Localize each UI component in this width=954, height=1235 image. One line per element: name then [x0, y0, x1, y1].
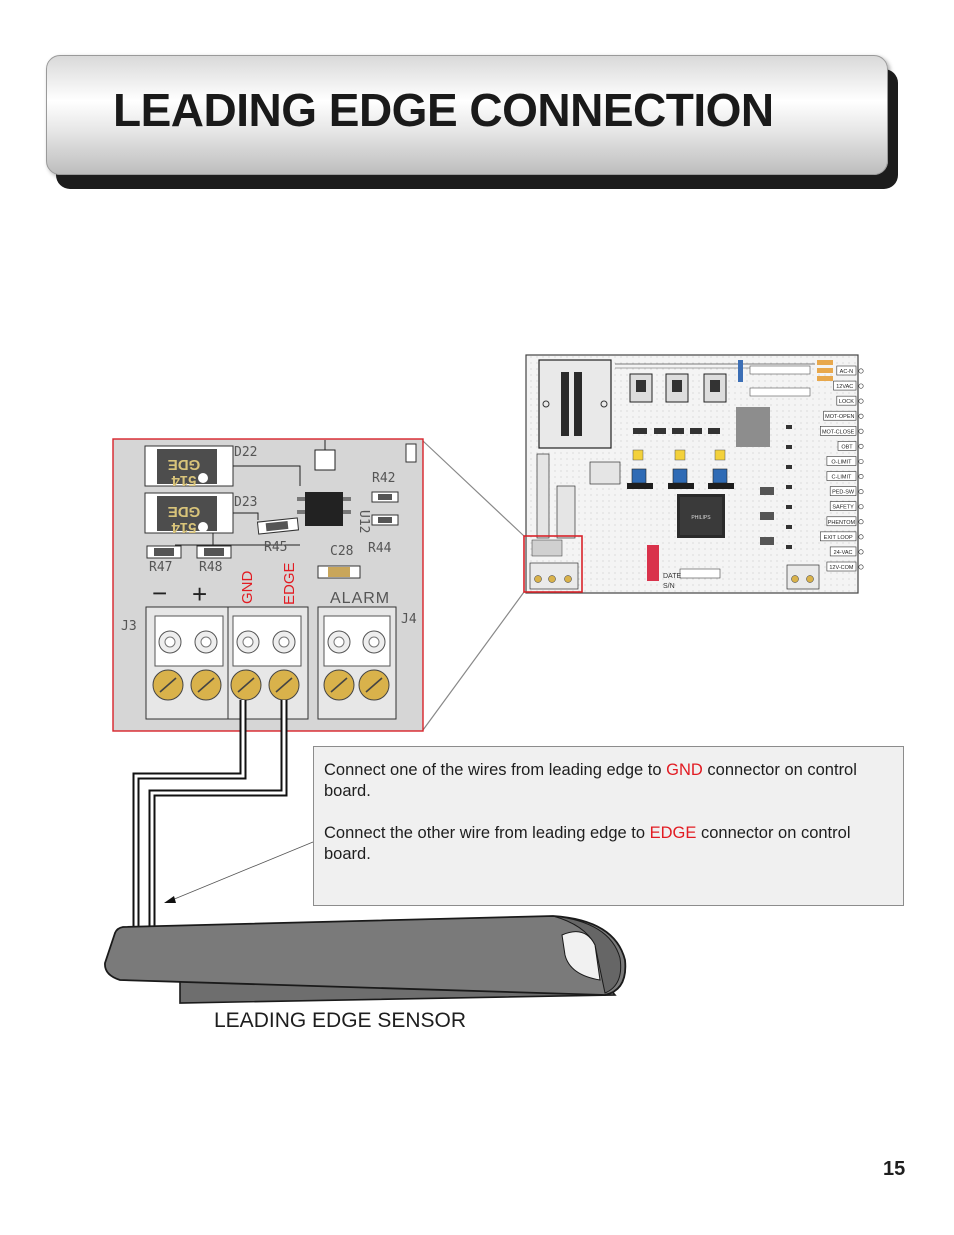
callout-pointer-arrow	[164, 841, 314, 903]
label-r47: R47	[149, 560, 172, 575]
board-side-pin	[858, 564, 864, 570]
board-side-label: PED-SW	[832, 490, 855, 496]
diode-d22-code-top: GDE	[168, 456, 201, 473]
label-d22: D22	[234, 445, 257, 460]
label-r44: R44	[368, 541, 392, 556]
edge-terminal-label: EDGE	[281, 562, 298, 605]
title-banner: LEADING EDGE CONNECTION	[46, 55, 888, 175]
board-side-label: SAFETY	[832, 505, 854, 511]
board-side-pin	[858, 549, 864, 555]
zoom-guide-line-top	[422, 440, 525, 537]
board-side-label-box	[836, 395, 857, 406]
board-side-label-box	[819, 531, 857, 542]
processor-label: PHILIPS	[691, 515, 711, 521]
gnd-highlight: GND	[666, 761, 703, 779]
board-side-pin	[858, 428, 864, 434]
zoom-detail: GDE 514 GDE 514 D22 D23 U12 R42 R44 R45	[112, 438, 424, 732]
board-side-label-box	[829, 501, 857, 511]
board-side-label-box	[819, 426, 857, 436]
board-side-pin	[858, 474, 864, 480]
sensor-wires	[132, 700, 288, 930]
minus-marker: −	[152, 578, 167, 608]
sensor-label: LEADING EDGE SENSOR	[214, 1009, 467, 1032]
label-r42: R42	[372, 471, 395, 486]
board-side-pin	[858, 413, 864, 419]
diode-d23-code-top: GDE	[168, 503, 201, 520]
board-side-label: MOT-OPEN	[825, 414, 854, 420]
board-side-label: 12VAC	[836, 384, 853, 390]
board-side-label: MOT-CLOSE	[822, 429, 855, 435]
board-side-label-box	[826, 561, 857, 572]
board-date-label: DATE	[663, 573, 681, 580]
control-board: PHILIPS DATE S/N AC-N 12VAC LOCK MOT-OPEN	[523, 354, 864, 594]
board-side-label: PHENTOM	[828, 520, 856, 526]
board-side-pin	[858, 443, 864, 449]
instruction-callout: Connect one of the wires from leading ed…	[313, 746, 904, 906]
board-side-labels: AC-N 12VAC LOCK MOT-OPEN MOT-CLOSE OBT O-LIMIT…	[819, 365, 864, 572]
board-side-label: 12V-COM	[829, 565, 854, 571]
board-sn-label: S/N	[663, 583, 675, 590]
label-j4: J4	[401, 612, 417, 627]
board-side-label: 24-VAC	[834, 550, 853, 556]
board-side-pin	[858, 398, 864, 404]
gnd-terminal-label: GND	[239, 571, 256, 605]
instruction-edge: Connect the other wire from leading edge…	[324, 824, 851, 863]
plus-marker: +	[192, 579, 207, 609]
board-side-pin	[858, 489, 864, 495]
diode-d22-code-bottom: 514	[171, 472, 197, 489]
board-side-pin	[858, 458, 864, 464]
board-side-label: AC-N	[840, 369, 853, 375]
board-side-label-box	[823, 410, 857, 421]
board-side-label: LOCK	[839, 399, 854, 405]
diode-d23-code-bottom: 514	[171, 519, 197, 536]
board-side-label-box	[826, 516, 857, 527]
board-side-label-box	[829, 486, 857, 496]
board-side-label-box	[836, 365, 857, 376]
board-side-label: O-LIMIT	[831, 459, 852, 465]
board-side-label-box	[837, 441, 857, 451]
board-side-pin	[858, 519, 864, 525]
board-side-label-box	[826, 471, 857, 481]
edge-highlight: EDGE	[649, 824, 697, 842]
board-side-pin	[858, 383, 864, 389]
board-side-label-box	[833, 380, 857, 391]
zoom-guide-line-bottom	[422, 591, 525, 731]
board-side-pin	[858, 368, 864, 374]
board-side-label-box	[829, 546, 857, 557]
label-u12: U12	[356, 510, 371, 533]
page-title: LEADING EDGE CONNECTION	[113, 84, 774, 136]
board-side-label: OBT	[841, 444, 853, 450]
board-side-label: C-LIMIT	[832, 475, 853, 481]
board-side-label: EXIT LOOP	[824, 535, 853, 541]
instruction-gnd: Connect one of the wires from leading ed…	[324, 761, 857, 800]
label-j3: J3	[121, 619, 137, 634]
label-d23: D23	[234, 495, 257, 510]
label-r45: R45	[264, 540, 287, 555]
leading-edge-sensor	[104, 915, 627, 1004]
alarm-label: ALARM	[330, 590, 390, 607]
label-c28: C28	[330, 544, 353, 559]
board-side-pin	[858, 504, 864, 510]
label-r48: R48	[199, 560, 222, 575]
board-highlight-box	[523, 535, 583, 593]
board-side-pin	[858, 534, 864, 540]
page-number: 15	[883, 1158, 906, 1180]
board-side-label-box	[826, 456, 857, 466]
